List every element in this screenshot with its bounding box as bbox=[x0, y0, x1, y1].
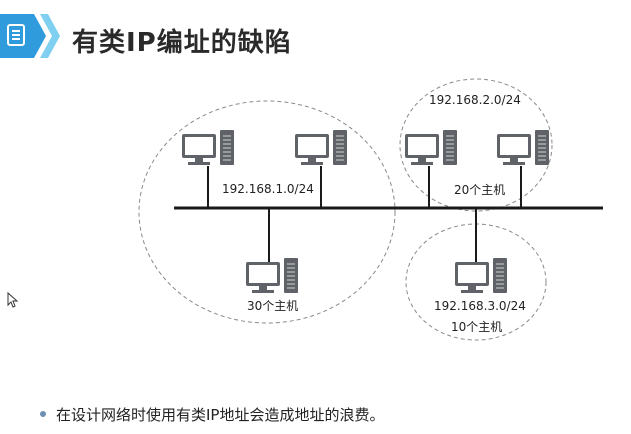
computer-icon bbox=[404, 129, 458, 166]
subnet-3-address: 192.168.3.0/24 bbox=[434, 299, 526, 313]
subnet-2-boundary bbox=[399, 78, 553, 212]
document-icon bbox=[7, 24, 25, 46]
subnet-2-hosts: 20个主机 bbox=[454, 183, 505, 197]
slide-title: 有类IP编址的缺陷 bbox=[72, 28, 292, 58]
computer-icon bbox=[294, 129, 348, 166]
subnet-1-boundary bbox=[138, 100, 396, 324]
computer-icon bbox=[245, 257, 299, 294]
title-badge bbox=[0, 14, 60, 58]
subnet-1-hosts: 30个主机 bbox=[247, 299, 298, 313]
subnet-2-address: 192.168.2.0/24 bbox=[429, 93, 521, 107]
bullet-text: 在设计网络时使用有类IP地址会造成地址的浪费。 bbox=[56, 406, 385, 424]
bullet-item: 在设计网络时使用有类IP地址会造成地址的浪费。 bbox=[40, 404, 384, 425]
subnet-1-address: 192.168.1.0/24 bbox=[222, 182, 314, 196]
computer-icon bbox=[454, 257, 508, 294]
mouse-cursor-icon bbox=[7, 292, 19, 308]
computer-icon bbox=[181, 129, 235, 166]
subnet-3-hosts: 10个主机 bbox=[451, 320, 502, 334]
computer-icon bbox=[496, 129, 550, 166]
bullet-dot-icon bbox=[40, 410, 46, 417]
